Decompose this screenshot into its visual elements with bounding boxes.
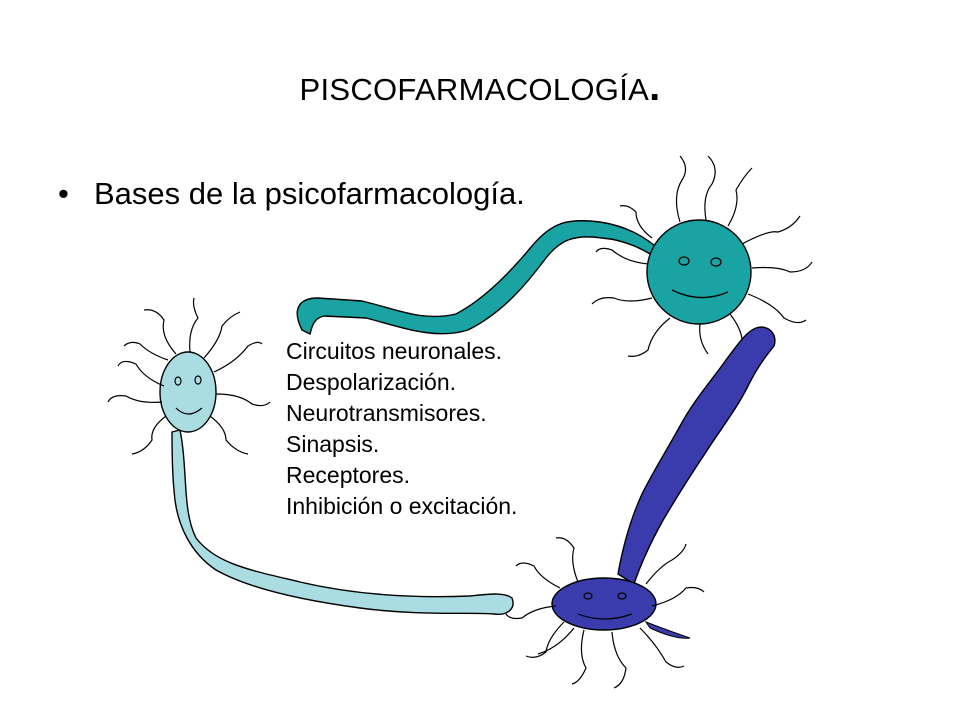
soma-teal [646,219,752,325]
axon-teal [296,219,663,336]
tail-dark-blue [644,620,691,639]
neuron-teal [296,155,813,361]
soma-light-blue [159,351,217,433]
eye-right [710,257,722,267]
eye-right [194,375,202,385]
bullet-marker: • [58,176,69,211]
bullet-point: • Bases de la psicofarmacología. [58,176,525,212]
list-item: Despolarización. [286,369,457,395]
neuron-light-blue [107,297,514,615]
bullet-text: Bases de la psicofarmacología. [94,176,525,211]
slide-title: PISCOFARMACOLOGÍA. [0,67,960,108]
smile [671,289,729,299]
eye-right [617,592,627,600]
dendrites-light-blue [107,297,271,455]
list-item: Sinapsis. [286,431,380,457]
title-dot: . [649,65,661,109]
dendrites-teal [591,155,813,361]
soma-dark-blue [551,577,657,631]
eye-left [678,256,690,266]
axon-light-blue [171,429,514,615]
list-item: Receptores. [286,462,411,488]
eye-left [583,592,593,600]
topic-list: Circuitos neuronales. Despolarización. N… [286,336,517,522]
list-item: Inhibición o excitación. [286,493,518,519]
dendrites-dark-blue [505,537,705,689]
axon-dark-blue [617,326,776,586]
title-text: PISCOFARMACOLOGÍA [299,72,650,107]
smile [577,613,633,620]
list-item: Circuitos neuronales. [286,338,503,364]
neuron-dark-blue [505,326,776,689]
list-item: Neurotransmisores. [286,400,487,426]
smile [175,407,203,415]
eye-left [174,376,182,386]
